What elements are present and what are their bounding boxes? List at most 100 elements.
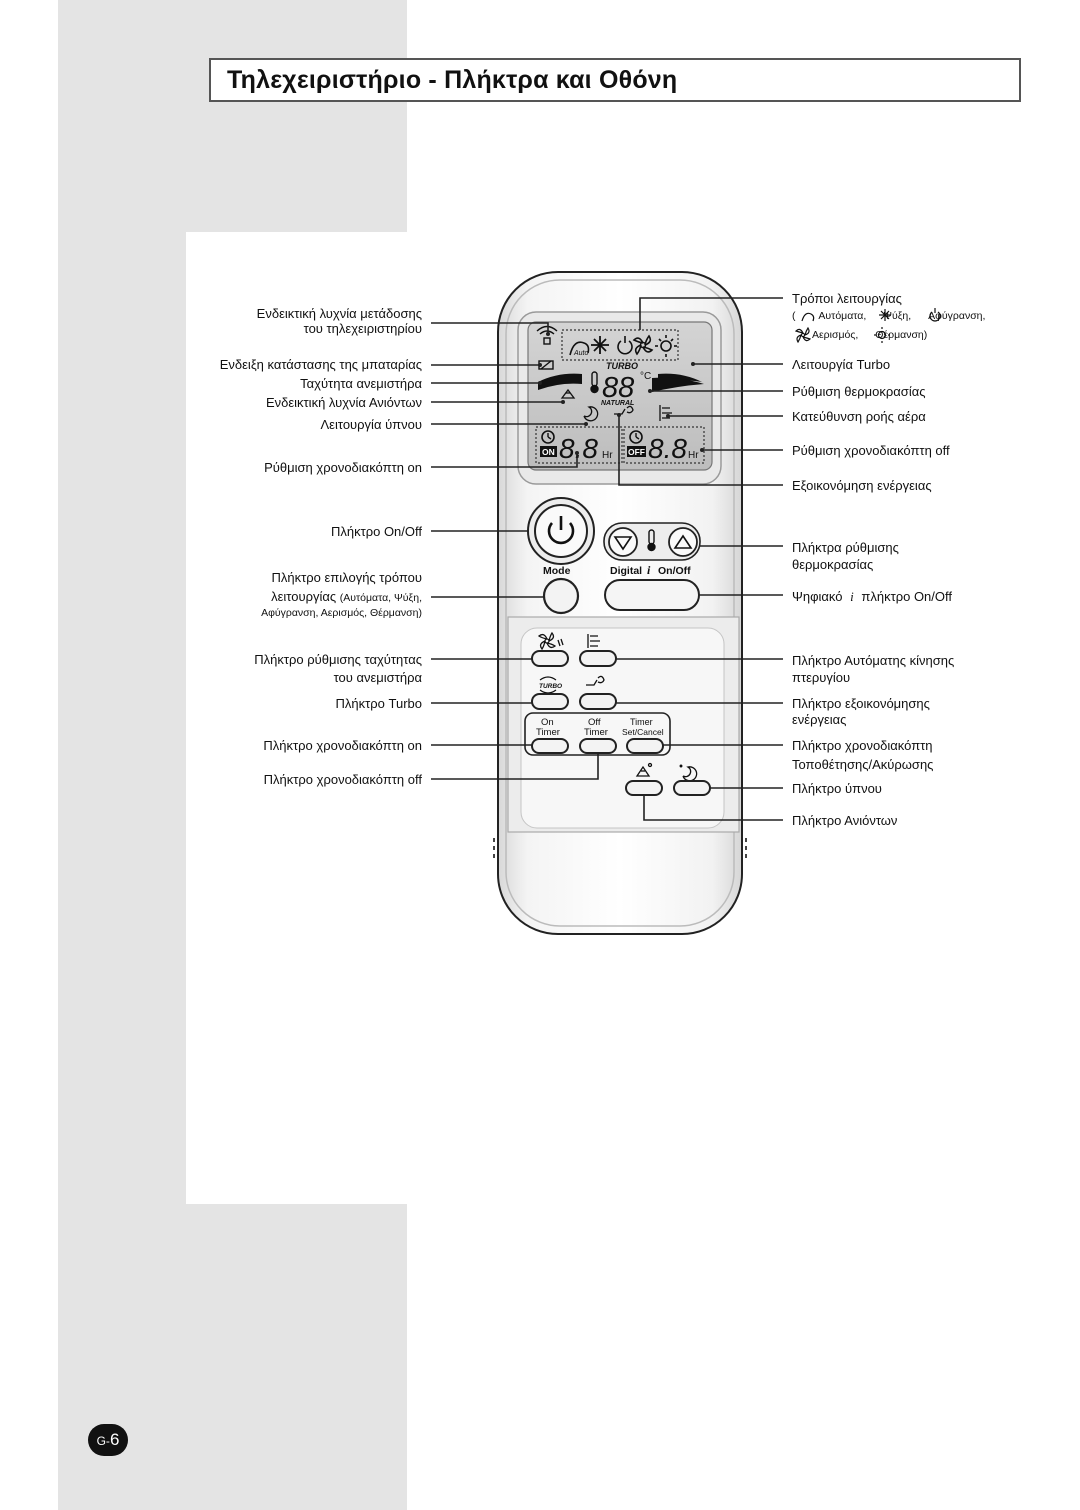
label-battery: Ενδειξη κατάστασης της μπαταρίας	[219, 357, 422, 372]
label-temp-set: Ρύθμιση θερμοκρασίας	[792, 384, 926, 399]
on-timer-button[interactable]	[531, 738, 569, 754]
off-timer-lcd-box	[623, 426, 705, 464]
transmit-icon	[536, 325, 558, 345]
label-on-timer-button: Πλήκτρο χρονοδιακόπτη on	[263, 738, 422, 753]
label-swing-button-2: πτερυγίου	[792, 670, 851, 685]
label-power-button: Πλήκτρο On/Off	[330, 524, 422, 539]
callout-dots-left	[538, 332, 588, 455]
on-timer-lcd-box	[535, 426, 623, 464]
label-modes-detail-1b: Αυτόματα,	[818, 310, 867, 322]
label-energy-button-1: Πλήκτρο εξοικονόμησης	[792, 696, 930, 711]
lcd-temp-digits: 88	[602, 372, 634, 404]
off-timer-button[interactable]	[579, 738, 617, 754]
on-timer-top-label: On	[541, 717, 554, 728]
page-background-top	[58, 0, 407, 232]
label-modes-detail-2a: Αερισμός,	[812, 329, 859, 341]
label-temp-button-1: Πλήκτρα ρύθμισης	[792, 540, 899, 555]
label-off-timer-button: Πλήκτρο χρονοδιακόπτη off	[263, 772, 422, 787]
label-digital-button: Ψηφιακό i πλήκτρο On/Off	[792, 588, 952, 605]
lcd-on-timer-unit: Hr	[602, 450, 613, 461]
callout-lines-right	[616, 297, 783, 821]
energy-saving-button[interactable]	[579, 693, 617, 710]
lcd-on-tag: ON	[542, 447, 555, 457]
on-off-button-label: On/Off	[658, 565, 691, 577]
temp-down-button[interactable]	[608, 527, 638, 557]
label-mode-button-1: Πλήκτρο επιλογής τρόπου	[271, 570, 422, 585]
lcd-screen	[527, 321, 713, 471]
thermometer-button-icon	[647, 529, 656, 552]
label-turbo: Λειτουργία Turbo	[792, 357, 891, 372]
digital-on-off-button[interactable]	[604, 579, 700, 611]
label-sleep-button: Πλήκτρο ύπνου	[792, 781, 882, 796]
label-airflow: Κατεύθυνση ροής αέρα	[792, 409, 926, 424]
sleep-button[interactable]	[673, 780, 711, 796]
lcd-on-timer-digits: 8.8	[559, 433, 598, 464]
energy-saving-icon	[586, 675, 605, 686]
label-mode-button-2: λειτουργίας (Αυτόματα, Ψύξη,	[271, 588, 422, 607]
label-modes-detail-2: Αερισμός, Θέρμανση)	[812, 328, 927, 342]
label-fan-speed: Ταχύτητα ανεμιστήρα	[300, 376, 422, 391]
thermometer-icon	[590, 371, 599, 394]
ion-button[interactable]	[625, 780, 663, 796]
power-icon	[547, 516, 575, 545]
off-timer-bottom-label: Timer	[584, 727, 608, 738]
title-box: Τηλεχειριστήριο - Πλήκτρα και Οθόνη	[209, 58, 1021, 102]
set-timer-top-label: Timer	[630, 717, 653, 727]
mode-button-label: Mode	[543, 565, 571, 577]
label-sleep: Λειτουργία ύπνου	[320, 417, 423, 432]
label-timer-on-set: Ρύθμιση χρονοδιακόπτη on	[264, 460, 422, 475]
energy-lcd-icon	[614, 405, 634, 415]
page-background-side	[58, 232, 186, 1204]
swing-button[interactable]	[579, 650, 617, 667]
lcd-off-timer-digits: 8.8	[648, 433, 687, 464]
ion-icon	[635, 762, 653, 777]
page-number: 6	[109, 1430, 120, 1449]
fan-speed-icon	[537, 631, 564, 651]
legend-mode-icons	[794, 308, 941, 344]
label-energy-button-2: ενέργειας	[792, 712, 847, 727]
timer-set-cancel-button[interactable]	[626, 738, 664, 754]
label-modes: Τρόποι λειτουργίας	[792, 291, 902, 306]
label-modes-detail-1a: (	[792, 310, 796, 322]
label-transmit-2: του τηλεχειριστηρίου	[303, 321, 422, 336]
side-grips	[493, 838, 747, 858]
fan-speed-left-bar	[538, 373, 582, 390]
label-turbo-button: Πλήκτρο Turbo	[335, 696, 422, 711]
remote-inner-rim	[505, 279, 735, 927]
label-timer-off-set: Ρύθμιση χρονοδιακόπτη off	[792, 443, 950, 458]
lcd-auto-tag: Auto	[573, 350, 589, 357]
label-mode-button-2a: λειτουργίας	[271, 589, 337, 604]
digital-button-label: Digital	[610, 565, 642, 577]
label-digital-button-b: πλήκτρο On/Off	[861, 589, 953, 604]
lcd-natural-text: NATURAL	[601, 400, 634, 407]
label-modes-detail-1d: Αφύγρανση,	[928, 310, 986, 322]
turbo-button-icon-text: TURBO	[539, 683, 562, 690]
label-timer-set-button-1: Πλήκτρο χρονοδιακόπτη	[792, 738, 933, 753]
on-timer-bottom-label: Timer	[536, 727, 560, 738]
label-fan-button-2: του ανεμιστήρα	[333, 670, 422, 685]
label-energy-saving: Εξοικονόμηση ενέργειας	[792, 478, 932, 493]
ion-lcd-icon	[560, 388, 576, 399]
mode-icons-box	[561, 329, 679, 361]
label-digital-button-i: i	[850, 589, 854, 604]
label-mode-button-2b: (Αυτόματα, Ψύξη,	[339, 592, 422, 604]
temp-up-button[interactable]	[668, 527, 698, 557]
lcd-off-tag: OFF	[628, 447, 645, 457]
fan-speed-button[interactable]	[531, 650, 569, 667]
label-fan-button-1: Πλήκτρο ρύθμισης ταχύτητας	[254, 652, 422, 667]
mode-icons	[569, 334, 677, 357]
down-arrow-icon	[613, 536, 633, 551]
label-modes-detail-1: ( Αυτόματα, Ψύξη, Αφύγρανση,	[792, 309, 985, 323]
airflow-lcd-icon	[659, 405, 672, 421]
set-timer-bottom-label: Set/Cancel	[622, 727, 664, 737]
lcd-turbo-text: TURBO	[606, 361, 638, 371]
label-transmit-1: Ενδεικτική λυχνία μετάδοσης	[256, 306, 422, 321]
label-ion: Ενδεικτική λυχνία Ανιόντων	[265, 395, 422, 410]
off-timer-top-label: Off	[588, 717, 601, 728]
label-temp-button-2: θερμοκρασίας	[792, 557, 874, 572]
label-ion-button: Πλήκτρο Ανιόντων	[792, 813, 898, 828]
mode-button[interactable]	[542, 577, 580, 615]
swing-icon	[587, 634, 600, 648]
turbo-button[interactable]	[531, 693, 569, 710]
